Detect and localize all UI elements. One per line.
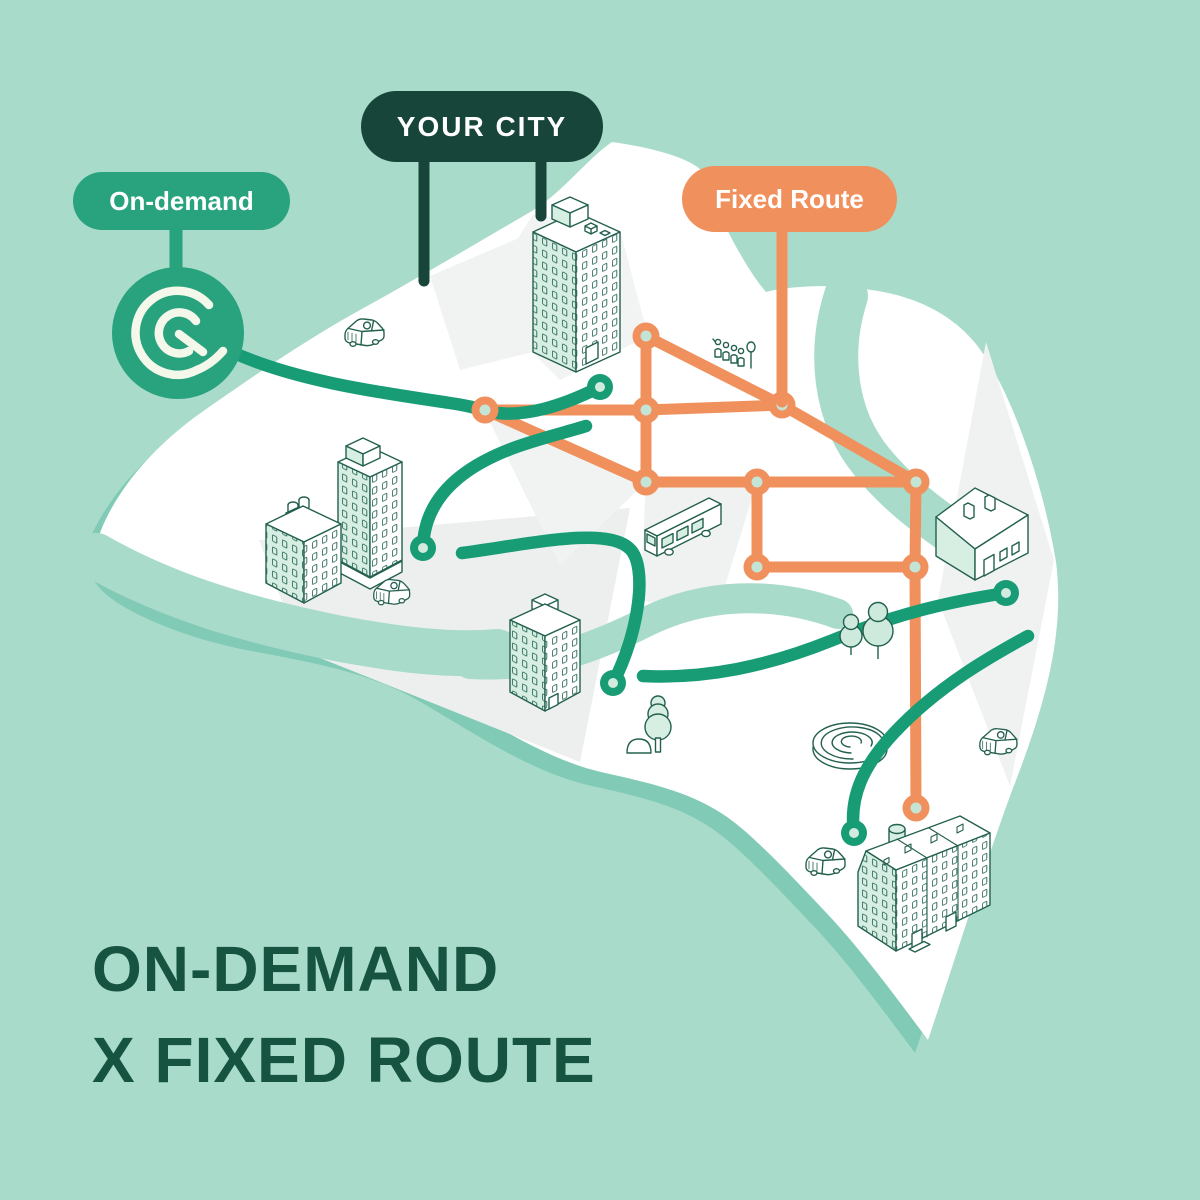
fixed-route-segment (909, 476, 922, 573)
fixed-route-stop-center (910, 802, 922, 814)
fixed-route-segment (640, 330, 788, 411)
poster-title-line1: ON-DEMAND (92, 933, 500, 1005)
on-demand-stop-center (418, 543, 428, 553)
suburban-house-icon (935, 487, 1029, 581)
fixed-route-stop-center (909, 561, 921, 573)
fixed-route-label: Fixed Route (715, 183, 864, 214)
fixed-route-stops (471, 322, 930, 822)
route-5 (846, 629, 1035, 840)
on-demand-stops (410, 374, 1019, 846)
fixed-route-stop-center (640, 476, 652, 488)
on-demand-route-lines (225, 345, 1035, 840)
fixed-route-stop-center (751, 561, 763, 573)
route-3 (455, 531, 646, 690)
route-1 (225, 345, 607, 420)
poster-title-line2: X FIXED ROUTE (92, 1024, 596, 1096)
fixed-route-segment (776, 399, 922, 488)
on-demand-stop-center (849, 828, 859, 838)
people-waiting-group-icon (712, 338, 745, 367)
fixed-route-segment (479, 404, 652, 488)
park-trees-icon (839, 601, 894, 659)
on-demand-label: On-demand (109, 185, 254, 216)
your-city-label: YOUR CITY (396, 110, 568, 142)
fixed-route-stop-center (751, 476, 763, 488)
bus-stop-sign-icon (746, 341, 756, 369)
fixed-route-stop-center (640, 330, 652, 342)
city-tower-icon (532, 196, 621, 373)
fixed-route-label-pill: Fixed Route (682, 166, 897, 232)
office-complex-icon (265, 437, 403, 604)
route-2 (416, 419, 593, 555)
poster-title: ON-DEMAND X FIXED ROUTE (92, 924, 596, 1106)
route-4 (636, 586, 1013, 683)
office-building-icon (509, 593, 581, 712)
on-demand-label-pill: On-demand (73, 172, 290, 230)
fixed-route-stop-center (640, 404, 652, 416)
fixed-route-segment (640, 399, 788, 416)
on-demand-stop-center (1001, 588, 1011, 598)
your-city-label-pill: YOUR CITY (361, 91, 603, 162)
fixed-route-stop-center (479, 404, 491, 416)
on-demand-stop-center (595, 382, 605, 392)
bus-icon (644, 497, 722, 557)
fixed-route-segment (909, 561, 922, 814)
on-demand-stop-center (608, 678, 618, 688)
row-houses-icon (857, 815, 991, 953)
pine-tree-icon (626, 695, 672, 754)
on-demand-logo (112, 267, 244, 399)
fixed-route-stop-center (910, 476, 922, 488)
